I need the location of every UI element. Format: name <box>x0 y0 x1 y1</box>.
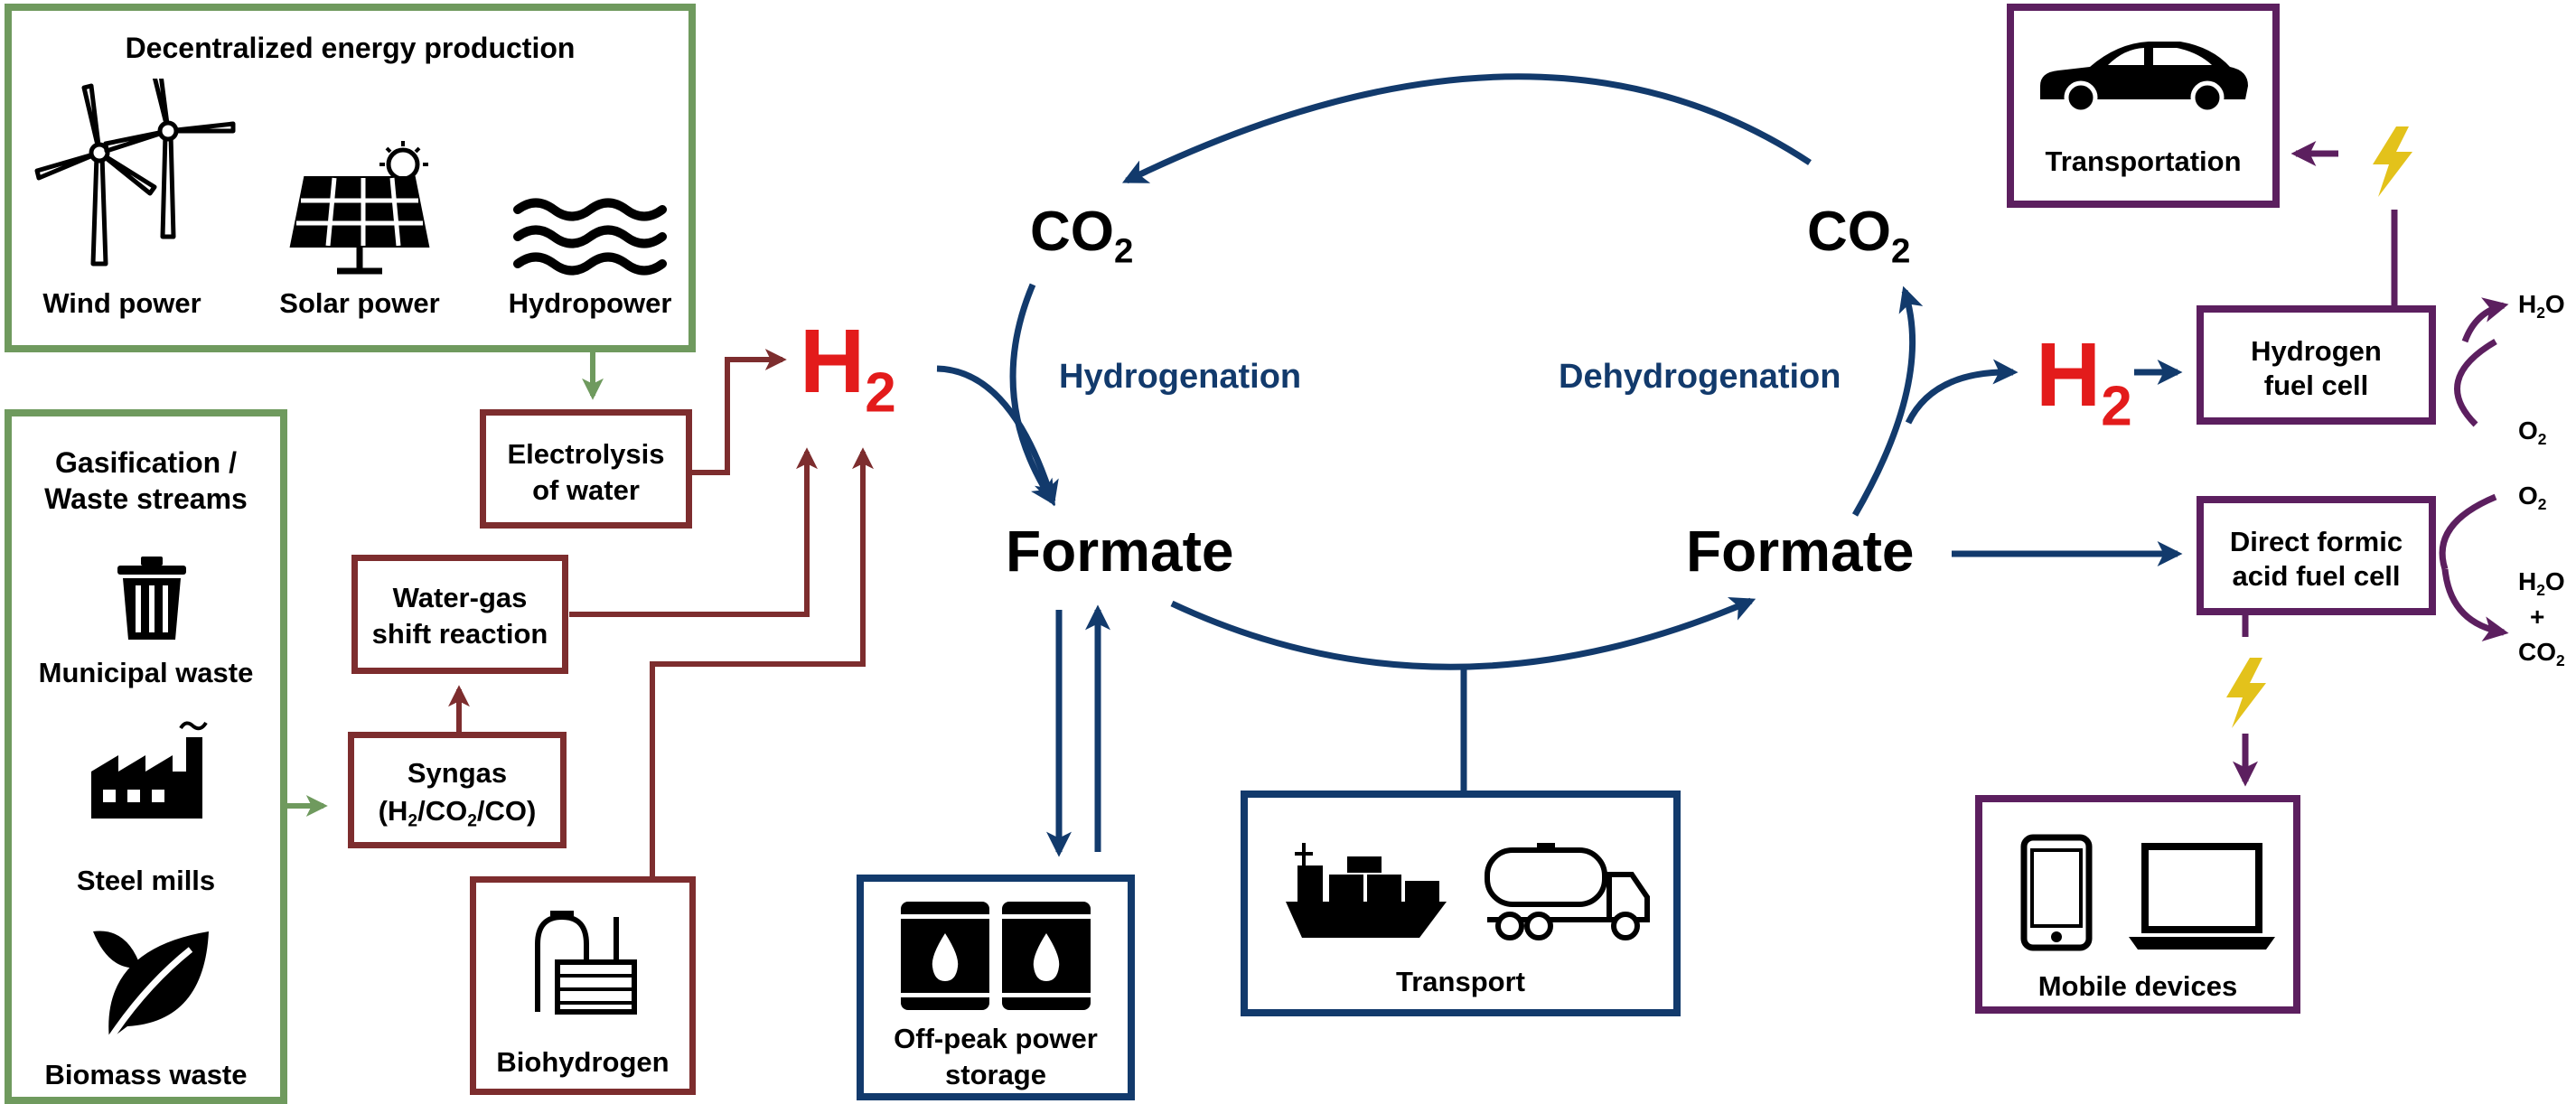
storage-line2: storage <box>945 1059 1046 1090</box>
lightning-bolt-icon <box>2226 658 2266 728</box>
storage-line1: Off-peak power <box>894 1023 1098 1054</box>
co2-left: CO2 <box>1030 201 1134 271</box>
arrow-formate-to-formate <box>1170 596 1756 670</box>
transport-box: Transport <box>1241 791 1681 1016</box>
gasification-waste-box: Gasification / Waste streams Municipal w… <box>5 409 287 1104</box>
biohydrogen-label: Biohydrogen <box>496 1046 670 1078</box>
biomass-waste-label: Biomass waste <box>44 1059 248 1090</box>
formate-left: Formate <box>1006 519 1234 584</box>
hfc-line1: Hydrogen <box>2251 335 2382 367</box>
syngas-box: Syngas (H2/CO2/CO) <box>348 732 567 848</box>
co2-right: CO2 <box>1807 201 1911 271</box>
transportation-box: Transportation <box>2007 4 2280 208</box>
hydropower-label: Hydropower <box>508 287 672 319</box>
h2-right: H2 <box>2036 324 2132 438</box>
smartphone-icon <box>2020 834 2093 951</box>
water-waves-icon <box>513 198 667 276</box>
mobile-devices-box: Mobile devices <box>1975 795 2300 1014</box>
dehydrogenation-label: Dehydrogenation <box>1559 358 1841 396</box>
leaf-icon <box>93 931 209 1042</box>
co2-product-dfafc: CO2 <box>2518 638 2565 670</box>
mobile-devices-label: Mobile devices <box>2037 970 2238 1002</box>
off-peak-storage-box: Off-peak power storage <box>857 875 1135 1100</box>
transport-label: Transport <box>1396 966 1525 997</box>
syngas-line1: Syngas <box>407 757 508 789</box>
factory-icon <box>91 721 208 819</box>
electrolysis-line1: Electrolysis <box>507 438 665 470</box>
steel-mills-label: Steel mills <box>76 865 216 896</box>
wind-power-label: Wind power <box>42 287 201 319</box>
transportation-label: Transportation <box>2045 145 2242 177</box>
h2o-product-dfafc: H2O <box>2518 567 2565 600</box>
cargo-ship-icon <box>1286 843 1447 938</box>
electrolysis-line2: of water <box>532 474 640 506</box>
lightning-bolt-icon <box>2373 126 2412 197</box>
hydrogen-fuel-cell-box: Hydrogen fuel cell <box>2197 305 2436 425</box>
arrow-electrolysis-to-h2 <box>690 349 787 475</box>
syngas-formula: (H2/CO2/CO) <box>378 795 537 831</box>
h2o-product-hfc: H2O <box>2518 290 2565 323</box>
plus-sign: + <box>2530 603 2545 631</box>
gasification-title-line2: Waste streams <box>44 482 248 515</box>
formate-right: Formate <box>1686 519 1915 584</box>
h2-left: H2 <box>800 311 896 425</box>
solar-panel-icon <box>289 141 430 275</box>
arrow-watergas-to-h2 <box>569 447 818 617</box>
water-gas-shift-box: Water-gas shift reaction <box>351 555 568 674</box>
municipal-waste-label: Municipal waste <box>38 657 254 688</box>
wind-turbine-icon <box>34 79 236 267</box>
trash-can-icon <box>117 557 186 640</box>
dfafc-line2: acid fuel cell <box>2232 560 2401 592</box>
arrow-biohydrogen-to-h2 <box>650 447 874 876</box>
bioreactor-icon <box>535 911 637 1015</box>
water-gas-line2: shift reaction <box>371 618 548 650</box>
hydrogenation-label: Hydrogenation <box>1059 358 1302 396</box>
car-icon <box>2040 42 2248 115</box>
arrow-co2-to-formate <box>1009 283 1056 506</box>
biohydrogen-box: Biohydrogen <box>470 876 696 1095</box>
dfafc-h2o-arrow <box>2441 568 2509 642</box>
direct-formic-acid-fuel-cell-box: Direct formic acid fuel cell <box>2197 496 2436 615</box>
arrow-formate-to-h2 <box>1905 359 2019 425</box>
solar-power-label: Solar power <box>279 287 440 319</box>
water-gas-line1: Water-gas <box>392 582 528 613</box>
hfc-h2o-arrow <box>2461 297 2509 343</box>
electrolysis-box: Electrolysis of water <box>480 409 692 529</box>
o2-reactant-dfafc: O2 <box>2518 482 2547 514</box>
hfc-line2: fuel cell <box>2263 370 2369 401</box>
decentralized-energy-box: Decentralized energy production Wind pow… <box>5 4 696 352</box>
arrow-h2-to-formate <box>936 365 1059 507</box>
tanker-truck-icon <box>1485 843 1650 940</box>
laptop-icon <box>2129 843 2275 950</box>
hfc-h2o-arc <box>2454 338 2497 427</box>
gasification-title-line1: Gasification / <box>55 446 237 479</box>
o2-reactant-hfc: O2 <box>2518 416 2547 449</box>
oil-barrel-icon <box>901 902 1091 1010</box>
decentralized-energy-title: Decentralized energy production <box>125 32 576 64</box>
arrow-formate-to-co2 <box>1851 285 1924 517</box>
dfafc-o2-arc <box>2439 493 2497 571</box>
dfafc-line1: Direct formic <box>2229 526 2403 557</box>
arrow-co2-right-to-left <box>1121 73 1812 184</box>
